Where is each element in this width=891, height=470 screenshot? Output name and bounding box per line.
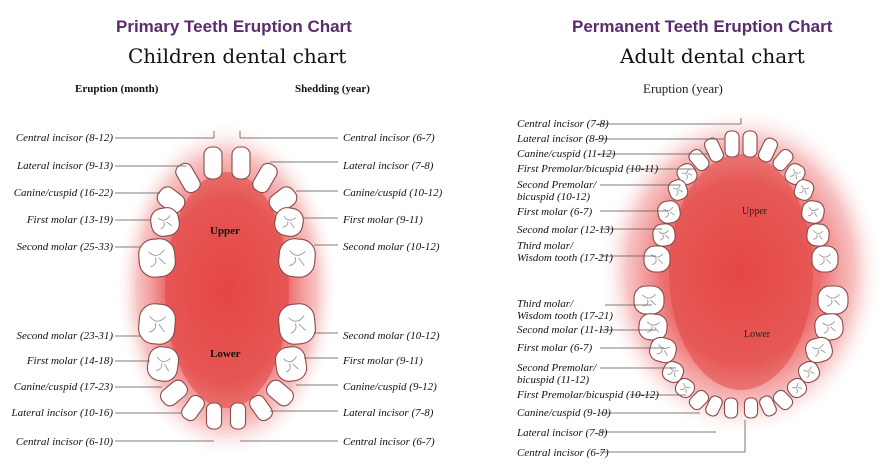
lower-right-second-molar (814, 313, 844, 341)
lower-right-third-molar (817, 285, 849, 315)
permanent-lower-eruption-label: First Premolar/bicuspid (10-12) (517, 389, 659, 401)
permanent-upper-eruption-label: First molar (6-7) (517, 206, 593, 218)
permanent-lower-eruption-label: Third molar/Wisdom tooth (17-21) (517, 298, 613, 322)
primary-upper-eruption-label: Lateral incisor (9-13) (17, 160, 113, 172)
primary-lower-shedding-label: First molar (9-11) (343, 355, 423, 367)
primary-upper-shedding-label: Canine/cuspid (10-12) (343, 187, 443, 199)
lower-right-lateral-incisor (249, 394, 273, 422)
primary-lower-shedding-label: Second molar (10-12) (343, 330, 440, 342)
upper-left-central-incisor (724, 130, 740, 158)
upper-right-lateral-incisor (252, 162, 278, 194)
permanent-upper-eruption-label: First Premolar/bicuspid (10-11) (517, 163, 659, 175)
primary-upper-shedding-label: Second molar (10-12) (343, 241, 440, 253)
upper-right-first-molar (274, 207, 304, 237)
upper-left-first-molar (657, 200, 681, 224)
lower-right-first-molar (805, 336, 833, 364)
upper-left-second-molar (652, 223, 676, 247)
primary-lower-label: Lower (210, 348, 241, 360)
upper-right-central-incisor (231, 146, 251, 180)
upper-left-second-molar (138, 238, 176, 278)
permanent-lower-eruption-label: Second molar (11-13) (517, 324, 613, 336)
permanent-lower-eruption-label: Canine/cuspid (9-10) (517, 407, 611, 419)
lower-left-central-incisor (205, 402, 223, 430)
primary-lower-shedding-label: Lateral incisor (7-8) (343, 407, 434, 419)
permanent-upper-eruption-label: Third molar/Wisdom tooth (17-21) (517, 240, 613, 264)
lower-left-third-molar (633, 285, 665, 315)
primary-upper-shedding-label: First molar (9-11) (343, 214, 423, 226)
upper-right-second-molar (806, 223, 830, 247)
permanent-chart-title: Permanent Teeth Eruption Chart (572, 17, 833, 36)
permanent-lower-eruption-label: Lateral incisor (7-8) (517, 427, 608, 439)
palate (669, 154, 813, 390)
permanent-lower-eruption-label: Central incisor (6-7) (517, 447, 609, 459)
eruption-month-header: Eruption (month) (75, 83, 159, 95)
upper-right-third-molar (811, 245, 839, 273)
permanent-chart-subtitle: Adult dental chart (620, 44, 805, 68)
permanent-upper-label: Upper (742, 206, 767, 217)
primary-chart-panel: Primary Teeth Eruption Chart Children de… (0, 0, 445, 470)
lower-left-second-molar (638, 313, 668, 341)
eruption-year-header: Eruption (year) (643, 81, 723, 96)
upper-left-central-incisor (203, 146, 223, 180)
upper-right-second-molar (278, 238, 316, 278)
lower-left-central-incisor (723, 397, 739, 419)
permanent-upper-eruption-label: Lateral incisor (8-9) (517, 133, 608, 145)
lower-right-second-molar (278, 303, 316, 345)
lower-right-central-incisor (229, 402, 247, 430)
primary-upper-eruption-label: Canine/cuspid (16-22) (13, 187, 113, 199)
permanent-upper-eruption-label: Second molar (12-13) (517, 224, 614, 236)
permanent-chart-panel: Permanent Teeth Eruption Chart Adult den… (460, 0, 891, 470)
lower-left-second-molar (138, 303, 176, 345)
lower-left-canine (160, 379, 188, 407)
primary-upper-eruption-label: First molar (13-19) (26, 214, 113, 226)
lower-left-lateral-incisor (181, 394, 205, 422)
primary-lower-eruption-label: Second molar (23-31) (16, 330, 113, 342)
lower-left-lateral-incisor (705, 395, 723, 417)
primary-lower-eruption-label: First molar (14-18) (26, 355, 113, 367)
primary-upper-label: Upper (210, 225, 240, 237)
lower-right-central-incisor (743, 397, 759, 419)
permanent-upper-eruption-label: Canine/cuspid (11-12) (517, 148, 616, 160)
primary-upper-shedding-label: Lateral incisor (7-8) (343, 160, 434, 172)
lower-right-second-premolar (797, 360, 821, 384)
permanent-lower-label: Lower (744, 329, 771, 340)
upper-right-second-premolar (793, 179, 815, 201)
lower-right-first-molar (274, 346, 308, 382)
shedding-year-header: Shedding (year) (295, 83, 370, 95)
permanent-upper-eruption-label: Central incisor (7-8) (517, 118, 609, 130)
primary-chart-subtitle: Children dental chart (128, 44, 347, 68)
primary-lower-eruption-label: Canine/cuspid (17-23) (13, 381, 113, 393)
palate (165, 172, 289, 408)
lower-right-canine (772, 389, 794, 411)
primary-lower-shedding-label: Canine/cuspid (9-12) (343, 381, 437, 393)
permanent-lower-eruption-label: First molar (6-7) (517, 342, 593, 354)
lower-right-lateral-incisor (759, 395, 777, 417)
lower-left-canine (688, 389, 710, 411)
upper-left-third-molar (643, 245, 671, 273)
upper-right-lateral-incisor (757, 137, 779, 163)
primary-lower-eruption-label: Central incisor (6-10) (15, 436, 113, 448)
upper-right-first-molar (801, 200, 825, 224)
primary-upper-shedding-label: Central incisor (6-7) (343, 132, 435, 144)
upper-left-lateral-incisor (175, 162, 201, 194)
lower-left-first-molar (146, 346, 180, 382)
permanent-teeth-diagram (598, 106, 883, 453)
lower-right-canine (266, 379, 294, 407)
upper-right-canine (772, 148, 794, 172)
primary-chart-title: Primary Teeth Eruption Chart (116, 17, 352, 36)
primary-upper-eruption-label: Central incisor (8-12) (15, 132, 113, 144)
primary-lower-shedding-label: Central incisor (6-7) (343, 436, 435, 448)
primary-teeth-diagram (115, 120, 339, 460)
primary-upper-eruption-label: Second molar (25-33) (16, 241, 113, 253)
upper-right-central-incisor (742, 130, 758, 158)
upper-right-first-premolar (784, 163, 806, 185)
upper-left-canine (688, 148, 710, 172)
lower-right-first-premolar (786, 377, 808, 399)
lower-left-first-molar (649, 336, 677, 364)
upper-left-first-molar (150, 207, 180, 237)
permanent-upper-eruption-label: Second Premolar/bicuspid (10-12) (517, 179, 597, 203)
primary-lower-eruption-label: Lateral incisor (10-16) (11, 407, 113, 419)
permanent-lower-eruption-label: Second Premolar/bicuspid (11-12) (517, 362, 597, 386)
